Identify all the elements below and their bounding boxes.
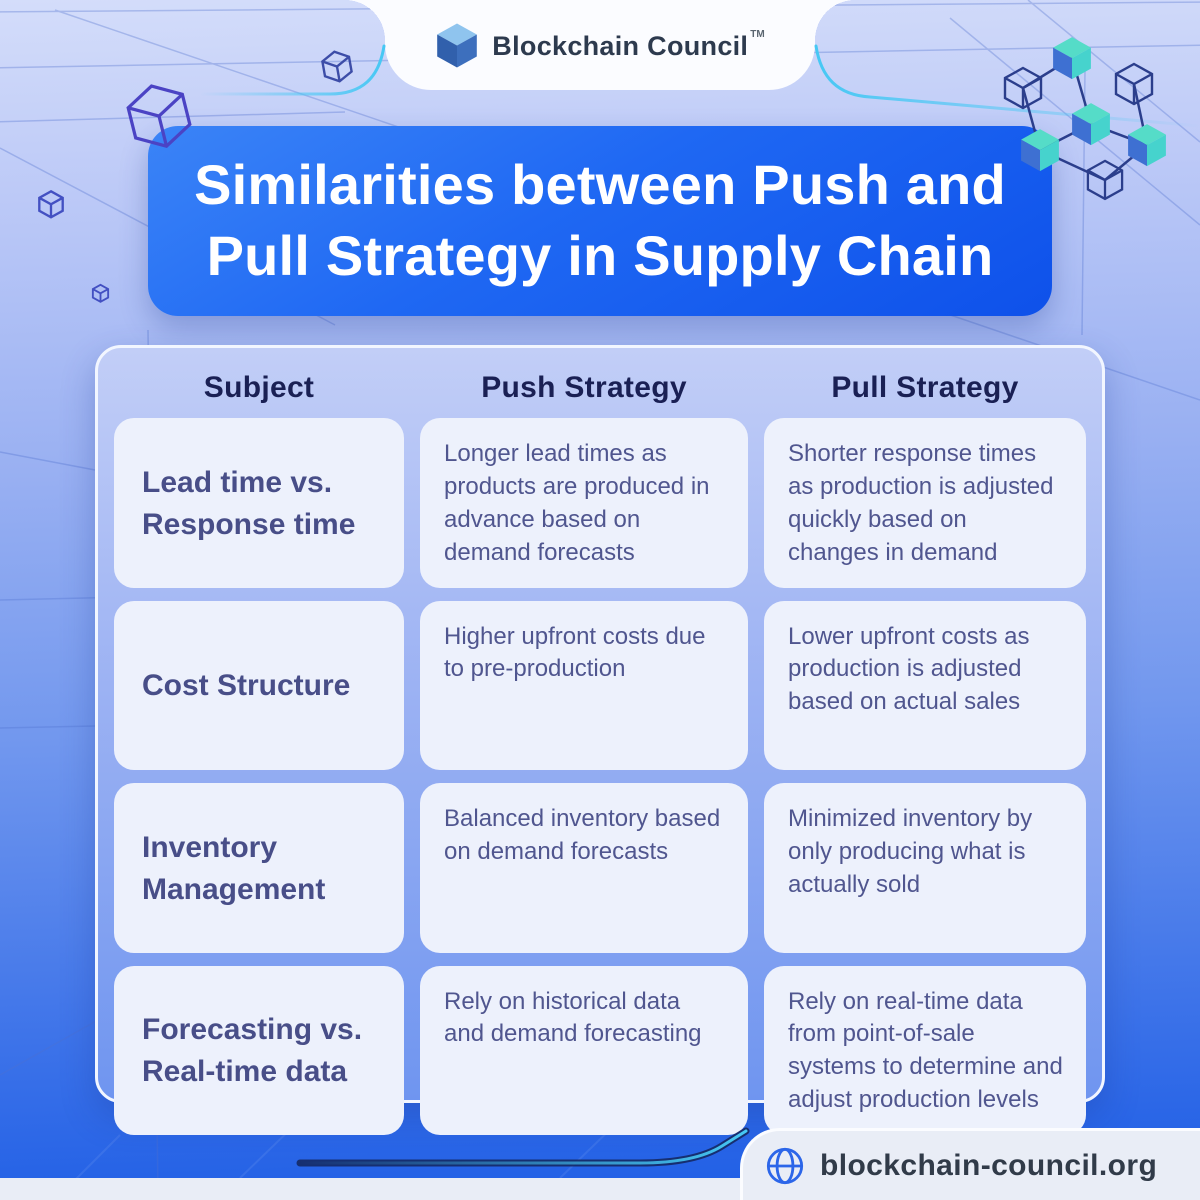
column-header-push-strategy: Push Strategy <box>481 371 687 404</box>
notch-flare-right <box>815 0 855 40</box>
push-cell-cost-structure: Higher upfront costs due to pre-producti… <box>420 600 748 770</box>
column-header-subject: Subject <box>203 371 315 404</box>
footer-accent-line <box>296 1127 750 1167</box>
footer: blockchain-council.org <box>740 1128 1200 1200</box>
push-cell-forecasting: Rely on historical data and demand forec… <box>420 965 748 1135</box>
comparison-table: Subject Push Strategy Pull Strategy Lead… <box>95 345 1105 1135</box>
push-cell-inventory: Balanced inventory based on demand forec… <box>420 783 748 953</box>
table-header-row: Subject Push Strategy Pull Strategy <box>114 358 1086 418</box>
globe-icon <box>766 1147 804 1184</box>
page-title-line2: Pull Strategy in Supply Chain <box>206 224 994 287</box>
blockchain-cube-logo-icon <box>437 23 478 67</box>
table-body: Lead time vs. Response time Longer lead … <box>114 418 1086 1135</box>
title-banner: Similarities between Push and Pull Strat… <box>148 126 1052 316</box>
subject-cell-forecasting: Forecasting vs. Real-time data <box>114 965 404 1135</box>
notch-flare-left <box>345 0 385 40</box>
website-url: blockchain-council.org <box>820 1148 1158 1182</box>
page-title-line1: Similarities between Push and <box>194 153 1006 217</box>
pull-cell-lead-time: Shorter response times as production is … <box>764 418 1086 588</box>
brand-text: Blockchain Council <box>492 30 749 61</box>
subject-cell-inventory: Inventory Management <box>114 783 404 953</box>
trademark-symbol: TM <box>750 28 765 40</box>
subject-cell-lead-time: Lead time vs. Response time <box>114 418 404 588</box>
subject-cell-cost-structure: Cost Structure <box>114 600 404 770</box>
push-cell-lead-time: Longer lead times as products are produc… <box>420 418 748 588</box>
column-header-pull-strategy: Pull Strategy <box>831 371 1019 404</box>
pull-cell-cost-structure: Lower upfront costs as production is adj… <box>764 600 1086 770</box>
pull-cell-forecasting: Rely on real-time data from point-of-sal… <box>764 965 1086 1135</box>
pull-cell-inventory: Minimized inventory by only producing wh… <box>764 783 1086 953</box>
